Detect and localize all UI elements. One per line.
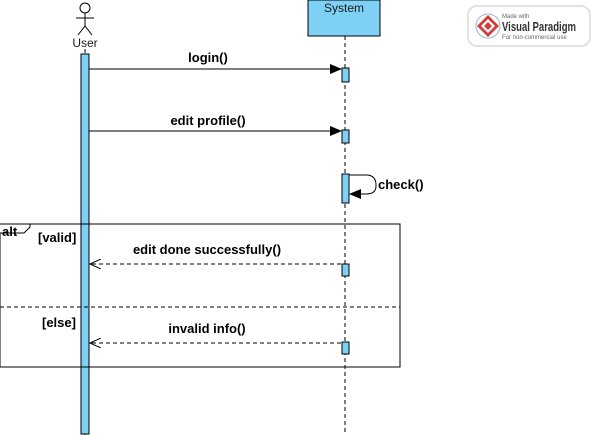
visual-paradigm-logo-icon — [475, 13, 501, 39]
message-invalid-label: invalid info() — [168, 321, 245, 336]
system-activation-invalid — [341, 341, 350, 355]
system-activation-check — [341, 173, 350, 204]
user-actor-label: User — [72, 36, 97, 50]
watermark-made-with: Made with — [502, 14, 529, 20]
system-participant-box[interactable] — [307, 0, 381, 37]
alt-fragment-operator-tab — [0, 223, 31, 234]
visual-paradigm-watermark: Made with Visual Paradigm For non-commer… — [467, 5, 591, 47]
alt-guard-else: [else] — [42, 315, 76, 330]
system-activation-login — [341, 67, 350, 83]
system-activation-edit-profile — [341, 129, 350, 144]
alt-fragment-operator: alt — [2, 224, 18, 239]
message-check-label: check() — [378, 177, 424, 192]
system-activation-edit-done — [341, 263, 350, 277]
alt-guard-valid: [valid] — [38, 230, 76, 245]
message-edit-done-label: edit done successfully() — [133, 242, 281, 257]
user-activation-bar — [80, 53, 90, 435]
message-check-arrow — [349, 174, 377, 199]
watermark-badge — [467, 5, 591, 47]
watermark-brand: Visual Paradigm — [502, 20, 576, 34]
message-edit-profile-label: edit profile() — [170, 113, 245, 128]
message-login-label: login() — [188, 50, 228, 65]
user-actor-icon — [76, 2, 94, 36]
system-participant-label: System — [324, 1, 364, 15]
watermark-note: For non-commercial use — [502, 35, 567, 41]
alt-fragment-frame — [0, 223, 401, 368]
